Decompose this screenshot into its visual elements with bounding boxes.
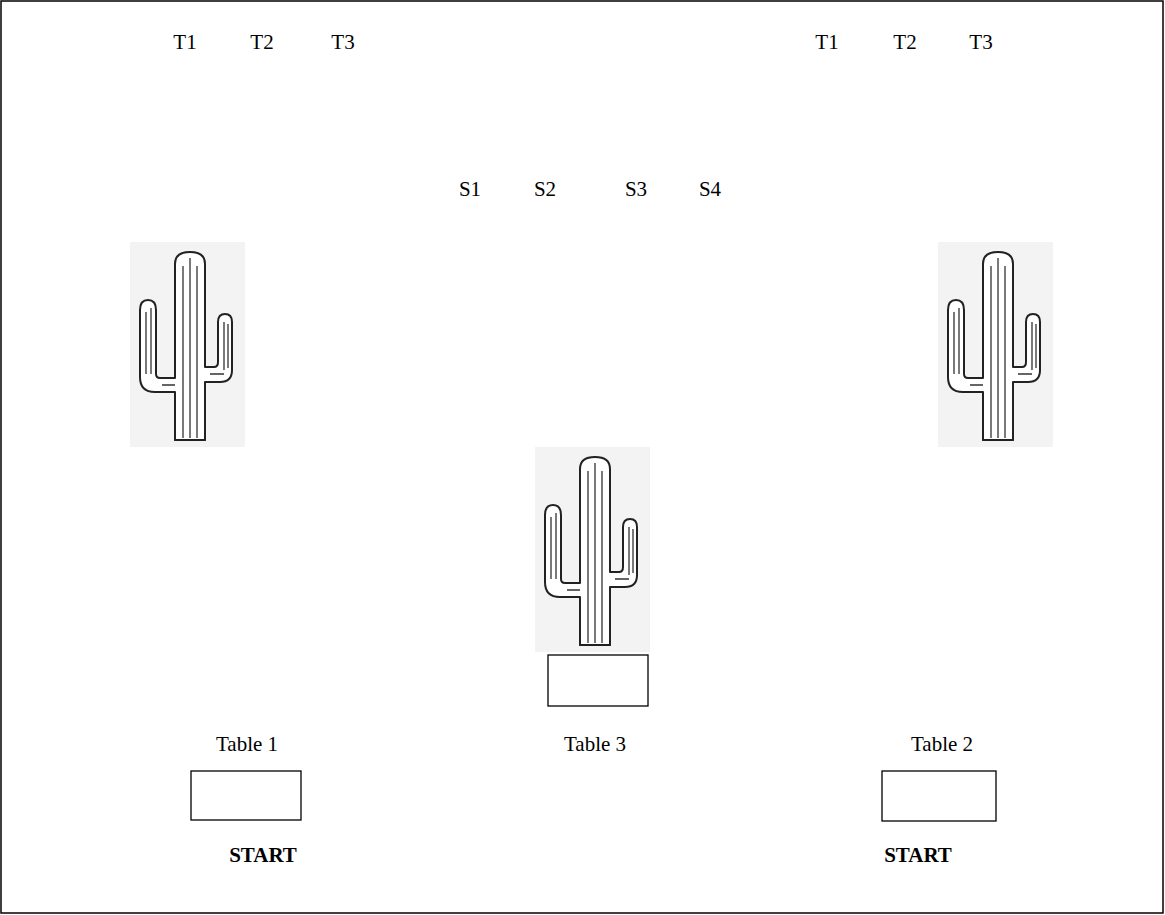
- station-label: S2: [534, 178, 556, 201]
- table-box: [882, 771, 996, 821]
- start-label: START: [884, 844, 952, 867]
- station-label: S4: [699, 178, 721, 201]
- target-label: T3: [331, 31, 354, 54]
- target-label: T1: [815, 31, 838, 54]
- table-label: Table 1: [216, 733, 278, 756]
- cactus-picture: [535, 447, 650, 652]
- target-label: T1: [173, 31, 196, 54]
- table-box: [191, 771, 301, 820]
- start-label: START: [229, 844, 297, 867]
- table-label: Table 3: [564, 733, 626, 756]
- station-label: S1: [459, 178, 481, 201]
- cactus-picture: [130, 242, 245, 447]
- station-label: S3: [625, 178, 647, 201]
- target-label: T2: [893, 31, 916, 54]
- cactus-picture: [938, 242, 1053, 447]
- target-label: T2: [250, 31, 273, 54]
- table-box: [548, 655, 648, 706]
- table-label: Table 2: [911, 733, 973, 756]
- target-label: T3: [969, 31, 992, 54]
